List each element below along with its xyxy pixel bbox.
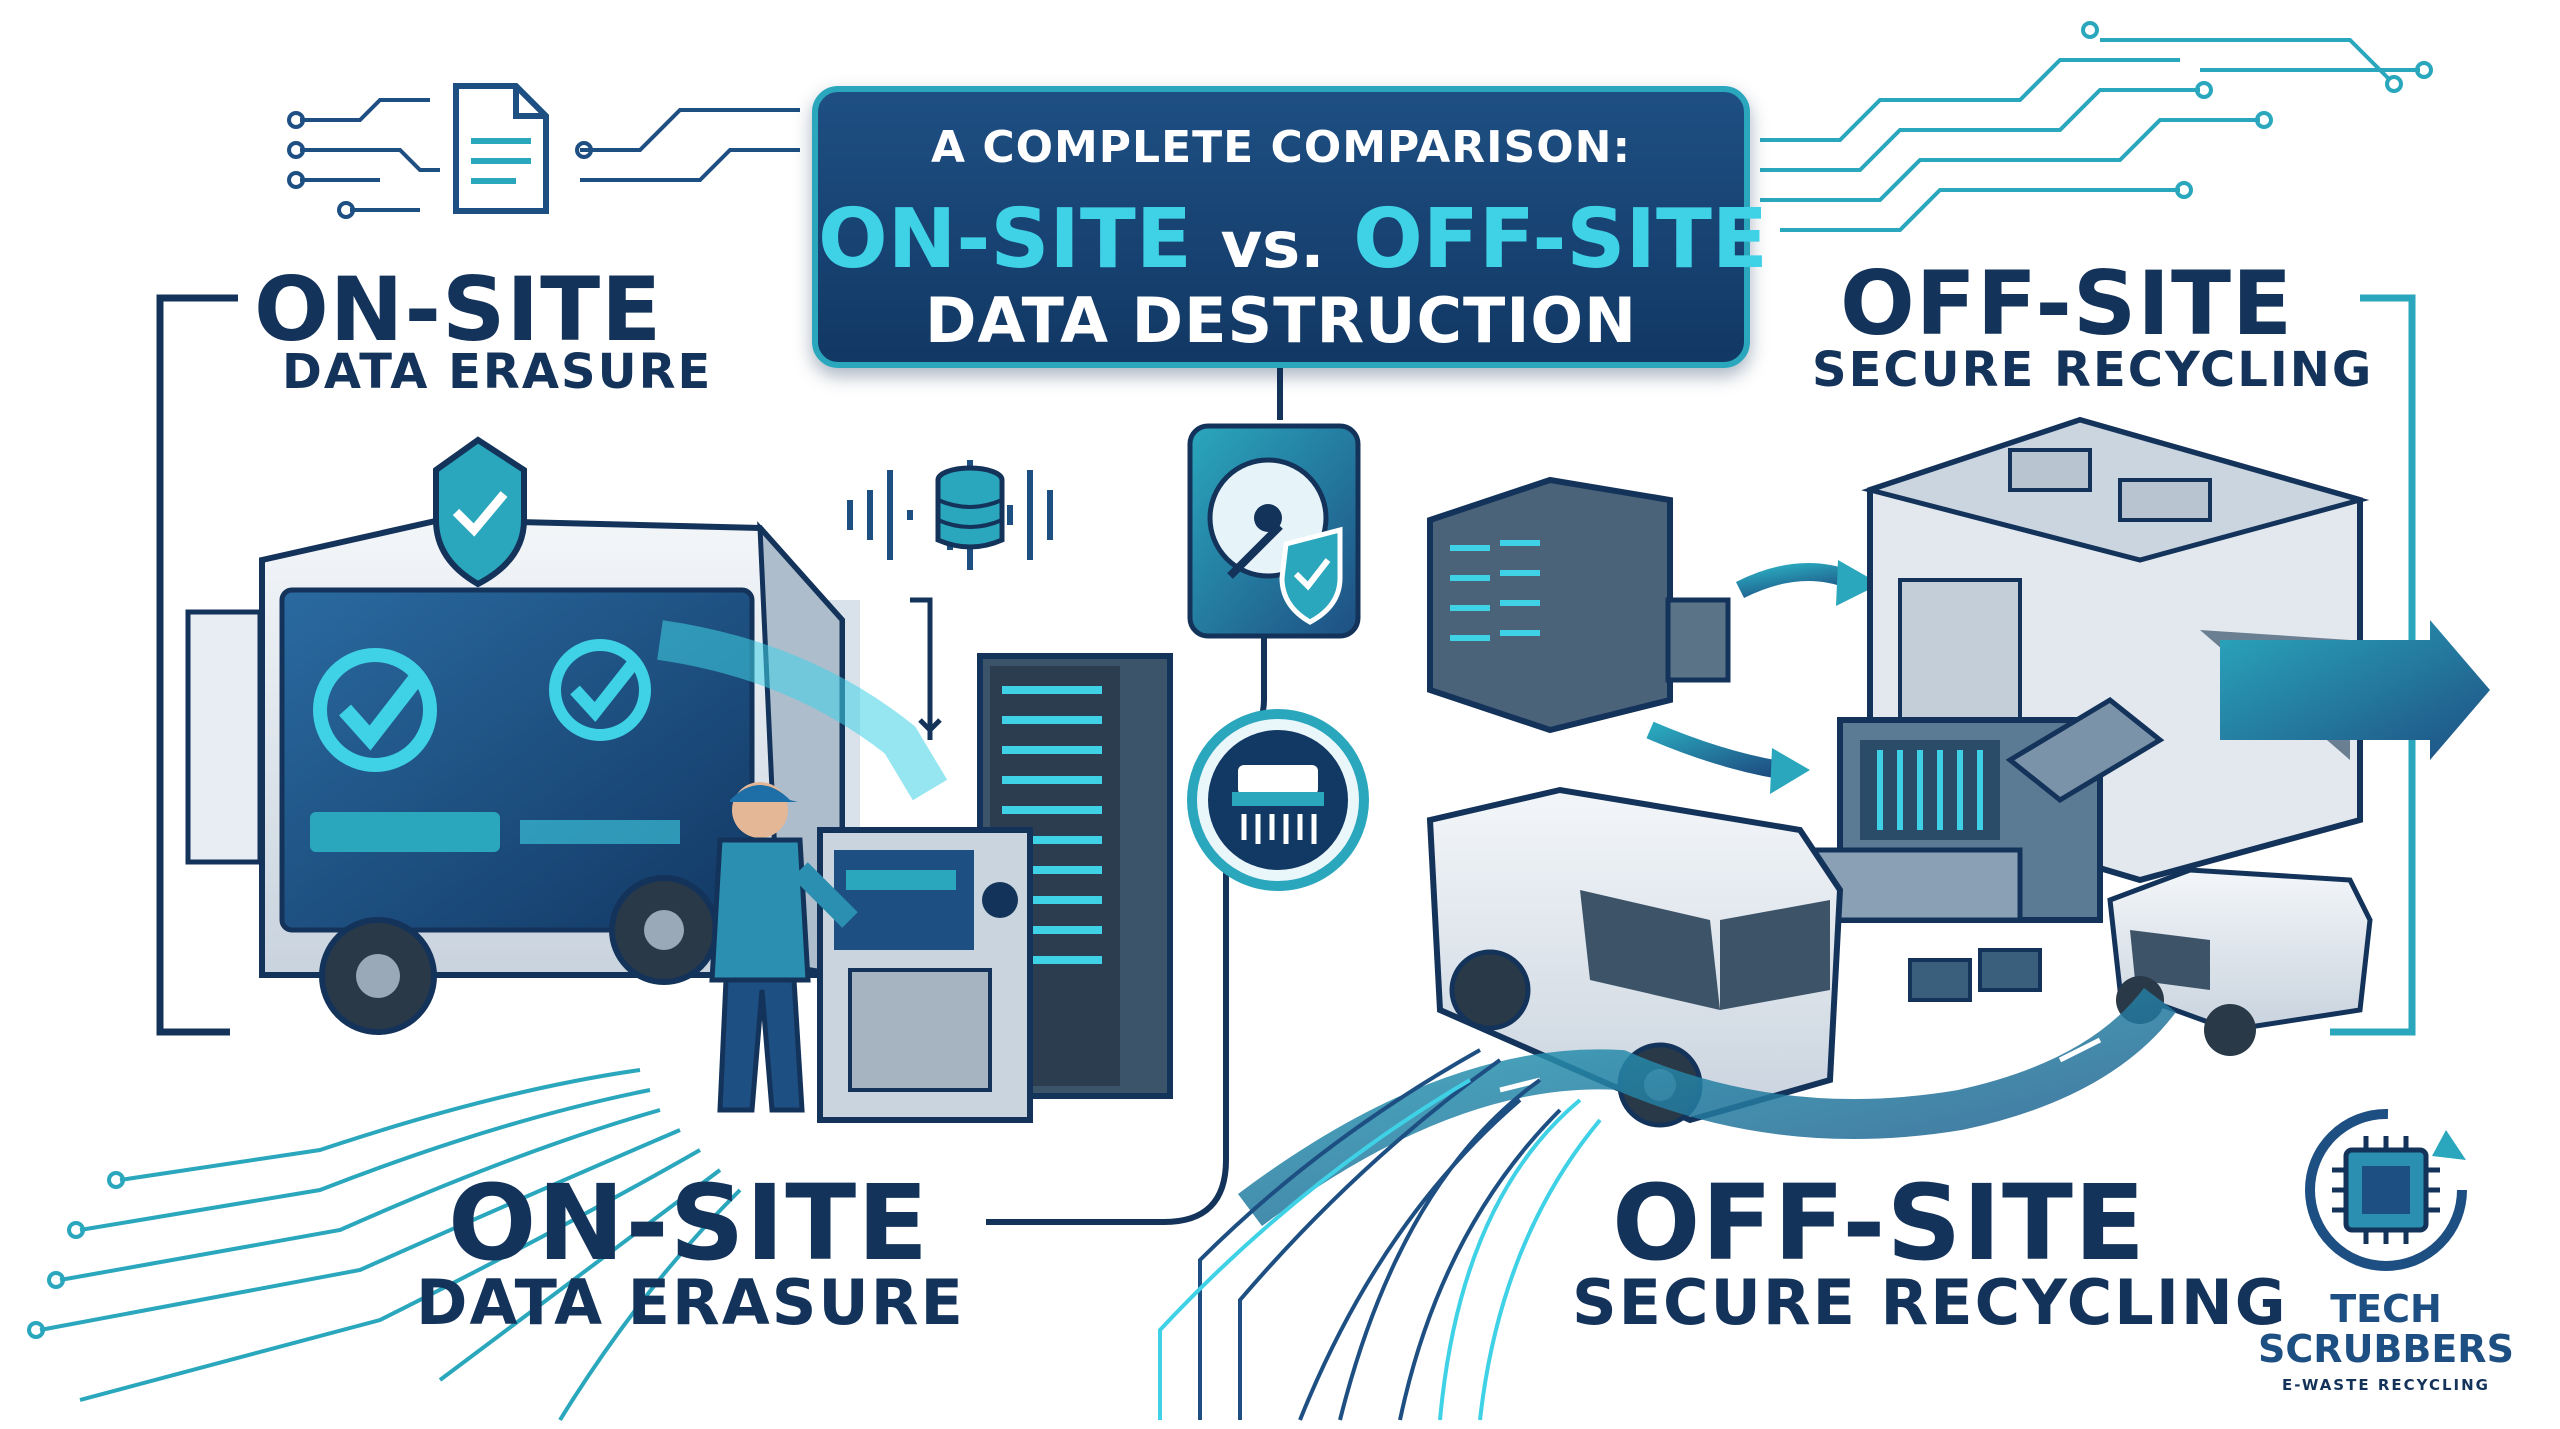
offsite-top-heading: OFF-SITE	[1840, 252, 2294, 355]
offsite-top-subheading: SECURE RECYCLING	[1812, 342, 2374, 398]
circuit-traces-bottom-center-teal	[1158, 1078, 1602, 1421]
onsite-bottom-subheading: DATA ERASURE	[416, 1266, 965, 1339]
left-bracket	[156, 294, 238, 1036]
storage-bins	[1908, 948, 2042, 1002]
offsite-bottom-subheading: SECURE RECYCLING	[1572, 1266, 2288, 1339]
database-icon	[847, 460, 1053, 740]
circuit-traces-top-right	[1760, 21, 2433, 232]
title-off-site: OFF-SITE	[1353, 192, 1768, 287]
shredder-icon	[1187, 709, 1369, 891]
logo-line-1: TECH	[2330, 1287, 2442, 1331]
onsite-bottom-heading: ON-SITE	[448, 1162, 930, 1284]
logo-line-2: SCRUBBERS	[2258, 1327, 2514, 1371]
hard-drive-icon	[1187, 423, 1361, 639]
title-on-site: ON-SITE	[818, 192, 1192, 287]
title-subtitle: DATA DESTRUCTION	[925, 284, 1637, 357]
title-kicker: A COMPLETE COMPARISON:	[930, 122, 1632, 173]
off-site-server-racks	[1427, 476, 1880, 794]
title-banner: A COMPLETE COMPARISON: ON-SITE vs. OFF-S…	[812, 86, 1768, 368]
title-main: ON-SITE vs. OFF-SITE	[818, 192, 1768, 287]
circuit-traces-bottom-center	[1198, 1048, 1562, 1421]
title-vs: vs.	[1220, 209, 1325, 283]
circuit-traces-top-left	[287, 98, 800, 219]
document-icon	[453, 83, 549, 214]
logo-tagline: E-WASTE RECYCLING	[2282, 1376, 2490, 1394]
offsite-bottom-heading: OFF-SITE	[1612, 1162, 2147, 1284]
technician	[709, 782, 858, 1113]
shredding-machine	[817, 827, 1033, 1123]
onsite-top-subheading: DATA ERASURE	[282, 344, 713, 400]
circuit-traces-bottom-left	[27, 1068, 742, 1422]
brand-logo: TECH SCRUBBERS E-WASTE RECYCLING	[2236, 1108, 2536, 1408]
onsite-top-heading: ON-SITE	[254, 258, 663, 361]
on-site-van	[185, 436, 948, 1035]
recycle-chip-icon	[2305, 1109, 2467, 1271]
